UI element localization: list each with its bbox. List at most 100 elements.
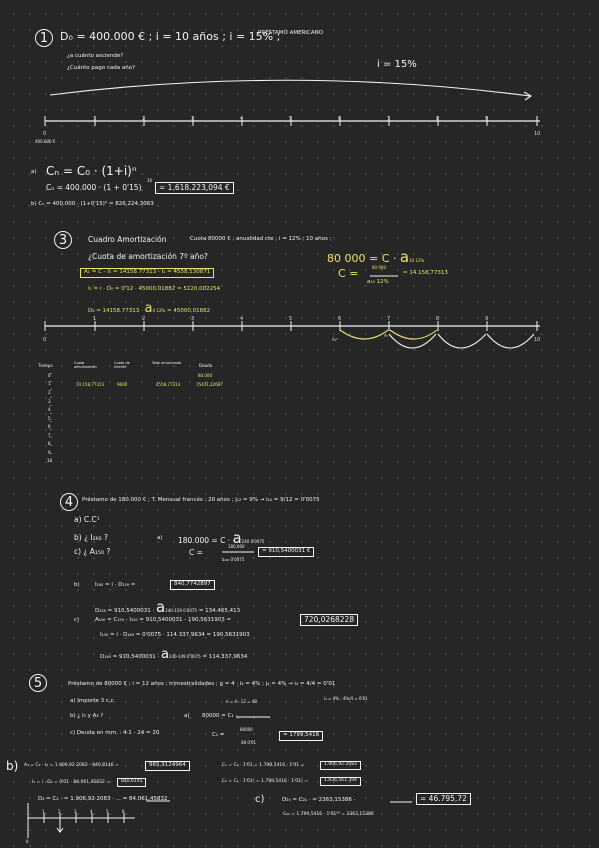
table-row-time: 1 [48,381,51,386]
problem-4-c-line: A₁₅₀ = C₁₅₀ - I₁₅₀ = 910,5400031 - 190,5… [95,617,232,623]
tick-label: 2 [142,316,146,322]
tick-label: 6 [338,316,342,322]
tick-label: 5 [106,809,109,814]
fraction-numerator: 80 000 [372,265,386,270]
table-row-time: 10 [47,458,53,463]
tick-label: 1 [93,316,97,322]
tick-label: 2 [142,116,146,122]
problem-3-c-result: = 14.158,77313 [403,270,448,276]
table-row-time: 6 [48,424,51,429]
fraction-denominator: 48 0'01 [241,740,257,745]
problem-5-question-b: b) ¿ I₃ y A₃ ? [70,713,104,719]
table-header-total-amortizado: Total amortizado [152,361,182,365]
table-header-tiempo: Tiempo [38,363,53,368]
table-row-time: 8 [48,441,51,446]
problem-5-b-line-1: A₃ = C₃ - I₃ = 1.906,92·2083 - 940,8146 … [24,763,119,768]
problem-1-result: = 1.618.223,094 € [155,182,234,194]
problem-3-loan: Cuota 80000 € ; anualidad cte ; i = 12% … [190,236,332,242]
problem-5-c-col-2-result: 1.836,561.394 [320,777,361,786]
problem-4-b-result: 840,7742897 [170,580,215,590]
problem-4-b-line-2: D₁₅₉ = 910,5400031 · a240-159 0'0075 = 1… [95,598,241,616]
tick-label: 0 [43,337,47,343]
problem-1-question-1: ¿a cuánto asciende? [67,53,124,59]
fraction-denominator: a₂₄₀ 0'0075 [222,557,245,562]
problem-1-rate-label: i = 15% [377,59,417,70]
tick-label: 10 [534,337,541,343]
tick-label: 6 [338,116,342,122]
problem-5-b-result-2: 840,6145 [117,778,147,787]
problem-1-type: PRÉSTAMO AMERICANO [258,30,324,36]
problem-3-equation: 80 000 = C · a10 12% [327,248,425,266]
problem-5-side-note-2: i₄ = 4% ; 4%/4 = 0'01 [324,696,368,701]
problem-5-b-line-3: D₂ = C₂ · = 1.906,92·2083 · ... = 84.061… [38,796,168,802]
problem-4-a-result: = 910,5400031 € [258,547,315,557]
exponent: 10 [147,178,153,183]
problem-4-statement: Préstamo de 180.000 € ; T. Mensual franc… [82,497,320,503]
tick-label: 9 [485,116,489,122]
table-row-time: 5 [48,416,51,421]
part-c-label: c) [74,617,80,623]
table-row-time: 0 [48,373,51,378]
problem-4-c-result: 720,0268228 [300,614,359,626]
tick-label: 3 [191,116,195,122]
tick-label: 10 [534,131,541,137]
table-header-deuda: Deuda [199,363,213,368]
problem-3-line-1: A₁ = C - I₁ = 14158.77313 - I₁ = 4558,13… [80,268,215,278]
problem-3-line-2: I₁ = i · D₀ = 0'12 · 45000,01882 = 5120,… [88,286,221,292]
tick-label: 4 [240,116,244,122]
tick-label: 7 [387,116,391,122]
tick-label: 0 [26,839,29,844]
fraction-numerator: 180.000 [228,544,245,549]
problem-5-b-result-1: 965,9124964 [145,761,190,771]
tick-label: 4 [240,316,244,322]
problem-5-c-line: D₂₀ = C₂₁ · = 2363,15386 · [282,797,356,803]
part-c-label: c) [255,794,265,805]
problem-4-c-line-2: I₁₅₀ = i · D₁₄₉ = 0'0075 · 114.337,9634 … [100,632,250,638]
table-cell: 4558,77313 [156,382,181,387]
tick-label: 6 [122,809,125,814]
table-cell: 14.158,77313 [76,382,104,387]
arrow-head-icon [523,91,533,101]
problem-4-b-line: I₁₆₀ = i · D₁₅₉ = [95,582,136,588]
problem-3-line-3: D₆ = 14158.77313 · a4 12% = 45000,01882 [88,301,211,316]
tick-label: 4 [90,809,93,814]
tick-label: 5 [289,316,293,322]
part-b-label: b) [74,582,80,588]
problem-5-a-equation: 80000 = C₁ · [202,713,238,719]
fraction-numerator: 80000 [240,727,253,732]
table-row-time: 2 [48,390,51,395]
problem-3-question: ¿Cuota de amortización 7º año? [88,252,208,261]
table-header-cuota-amortizacion: Cuota amortización [74,361,97,369]
problem-5-question-c: c) Deuda en mm. : 4·1 - 24 = 20 [70,730,160,736]
timeline-start-value: 400.000 € [35,139,56,144]
tick-label: 8 [436,316,440,322]
timeline-1-arc [49,79,531,97]
problem-4-question-b: b) ¿ I₂₆₀ ? [74,533,109,542]
table-header-cuota-interes: Cuota de interés [114,361,130,369]
problem-1-question-2: ¿Cuánto pago cada año? [67,65,135,71]
tick-label: 5 [289,116,293,122]
tick-label: 8 [436,116,440,122]
tick-label: 1 [93,116,97,122]
problem-5-c-label: C₁ = [212,732,225,738]
problem-3-title: Cuadro Amortización [88,235,167,244]
problem-1-given: D₀ = 400.000 € ; i = 10 años ; i = 15% ; [60,30,281,43]
problem-4-a-equation: 180.000 = C · a240 0'0075 [178,529,265,547]
problem-3-c-label: C = [338,267,359,280]
problem-5-b-line-2: I₃ = i · D₂ = 0'01 · 84.061,45832 = [32,780,111,785]
part-a-label: a) [157,535,163,541]
problem-5-c-line-2: C₂₁ = 1.799,5416 · 1'01²⁰ = 2363,15386 [283,812,374,817]
problem-5-c-col-2: C₂ = C₁ · 1'01² = 1.799,5416 · 1'01² = [222,779,308,784]
tick-label: 3 [191,316,195,322]
tick-label: 7 [387,316,391,322]
problem-4-question-a: a) C.C¹ [74,515,100,524]
problem-1-part-b: b) Cₙ = 400.000 · (1+0'15)⁵ = 826.224,30… [31,201,154,207]
problem-5-c-result: = 46.795,72 [416,793,471,805]
timeline-mark-a7: A₇ [384,333,389,338]
table-cell: 9600 [117,382,128,387]
part-b-label: b) [6,759,19,773]
tick-label: 2 [58,809,61,814]
fraction-denominator: a₁₀ 12% [367,279,389,285]
table-row-time: 7 [48,433,51,438]
